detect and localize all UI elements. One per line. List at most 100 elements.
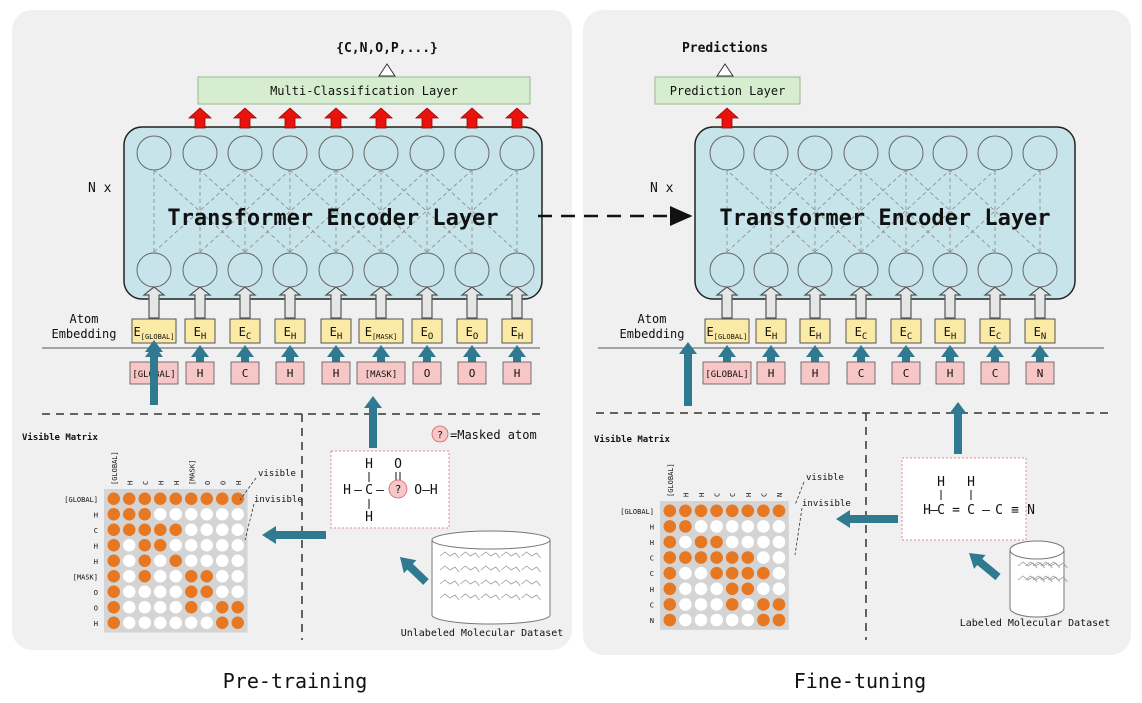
pretrain-molecule-to-tokens-arrow (364, 396, 382, 448)
pretrain-token-box (457, 361, 487, 385)
pretrain-matrix-col-label: H (157, 481, 165, 485)
finetune-matrix-cell (679, 566, 692, 580)
finetune-output-arrow (714, 107, 740, 129)
finetune-attention-lines (726, 169, 1041, 253)
finetune-token-to-embed-arrow (852, 345, 870, 362)
finetune-matrix-cell (710, 504, 723, 518)
pretrain-molecule-sketch (480, 551, 501, 559)
finetune-molecule-to-matrix-arrow-group (836, 510, 898, 528)
finetune-matrix-cell (772, 504, 786, 518)
pretrain-matrix-row-label: C (94, 527, 98, 535)
finetune-bottom-node (977, 252, 1013, 288)
pretrain-matrix-cell (185, 523, 198, 536)
finetune-head-box (654, 76, 801, 105)
pretrain-top-node (454, 135, 490, 171)
pretrain-embedding-text: EO (421, 325, 434, 342)
finetune-top-node (843, 135, 879, 171)
pretrain-matrix-row-label: [MASK] (73, 573, 98, 581)
pretrain-matrix-cell (123, 585, 136, 598)
pretrain-top-node (363, 135, 399, 171)
pretrain-token-label: H (333, 367, 340, 380)
finetune-embedding-text: EC (989, 325, 1002, 342)
finetune-token-label: [GLOBAL] (705, 370, 748, 380)
pretrain-matrix-cell (185, 492, 198, 505)
pretrain-embed-to-encoder-arrow (278, 286, 302, 319)
pretrain-token-label: C (242, 367, 249, 380)
finetune-molecule-atom: C (937, 503, 945, 518)
pretrain-molecule-sketch (460, 551, 480, 559)
pretrain-matrix-cell (185, 539, 198, 552)
pretrain-matrix-cell (231, 539, 244, 552)
pretrain-visible-label: visible (258, 469, 296, 479)
pretrain-top-node (227, 135, 263, 171)
pretrain-token-to-embed-arrow (418, 345, 436, 362)
pretrain-matrix-cell (107, 508, 120, 521)
finetune-molecule-atom: – (982, 503, 990, 518)
embedding-main: E (134, 325, 141, 339)
finetune-matrix-cell (725, 613, 739, 627)
finetune-matrix-col-label: C (760, 493, 768, 497)
embedding-main: E (330, 325, 337, 339)
finetune-matrix-col-label: [GLOBAL] (667, 463, 675, 497)
pretrain-matrix-cell (107, 523, 120, 536)
finetune-embed-to-encoder-arrow (803, 286, 827, 319)
pretrain-molecule-sketch (500, 579, 521, 587)
finetune-embed-to-encoder-arrow (849, 286, 873, 319)
pretrain-matrix-cell (216, 554, 229, 567)
pretrain-molecule-atom: H (343, 483, 351, 498)
pretrain-token-box (275, 361, 305, 385)
embedding-main: E (765, 325, 772, 339)
pretrain-matrix-row-label: H (94, 511, 98, 519)
finetune-attention-line (860, 169, 951, 253)
pretrain-matrix-cell (231, 585, 244, 598)
pretrain-token-label: [MASK] (365, 370, 398, 380)
finetune-embedding-label-2: Embedding (619, 327, 684, 341)
pretrain-molecule-atom: H (365, 510, 373, 525)
finetune-matrix-cell (679, 504, 692, 518)
pretrain-matrix-cell (185, 570, 198, 583)
pretrain-embedding-box (229, 318, 261, 344)
pretrain-matrix-cell (138, 570, 151, 583)
finetune-embed-to-encoder-arrow (1028, 286, 1052, 319)
pretrain-matrix-cell (169, 492, 182, 505)
finetune-molecule-to-matrix-arrow (836, 510, 898, 528)
finetune-embedding-text: EH (765, 325, 778, 342)
finetune-visible-pointer (794, 481, 805, 506)
finetune-matrix-cell (663, 613, 677, 627)
pretrain-matrix-cell (169, 585, 182, 598)
pretrain-embed-to-encoder-arrow (460, 286, 484, 319)
finetune-dataset-cylinder (1009, 549, 1065, 618)
pretrain-matrix-cell (123, 570, 136, 583)
finetune-matrix-cell (663, 535, 677, 549)
pretrain-attention-line (426, 169, 518, 253)
finetune-matrix-cell (725, 582, 739, 596)
embedding-main: E (855, 325, 862, 339)
finetune-top-node (977, 135, 1013, 171)
pretrain-embedding-box (320, 318, 352, 344)
pretrain-matrix-cell (216, 585, 229, 598)
embedding-main: E (365, 325, 372, 339)
finetune-attention-line (770, 169, 862, 253)
finetune-token-box (702, 361, 752, 385)
pretrain-embedding-box (184, 318, 216, 344)
finetune-matrix-cell (694, 535, 708, 549)
embedding-sub: [MASK] (372, 333, 397, 341)
pretrain-matrix-cell (123, 601, 136, 614)
finetune-attention-line (949, 169, 1041, 253)
finetune-token-label: C (858, 367, 865, 380)
pretrain-embedding-text: E[MASK] (365, 325, 398, 341)
pretrain-matrix-cell (107, 539, 120, 552)
pretrain-matrix-cell (123, 539, 136, 552)
finetune-embedding-text: EH (809, 325, 822, 342)
finetune-token-label: N (1037, 367, 1044, 380)
finetune-token-label: C (903, 367, 910, 380)
pretrain-embedding-box (456, 318, 488, 344)
pretrain-embedding-text: EH (284, 325, 297, 342)
pretrain-molecule-to-matrix-arrow (262, 526, 326, 544)
finetune-matrix-cell (772, 566, 786, 580)
pretrain-matrix-row-label: O (94, 589, 98, 597)
finetune-matrix-cell (757, 504, 770, 518)
pretrain-molecule-sketch (480, 565, 501, 573)
pretrain-output-arrow (277, 107, 303, 129)
finetune-token-to-embed-arrow (1031, 345, 1049, 362)
